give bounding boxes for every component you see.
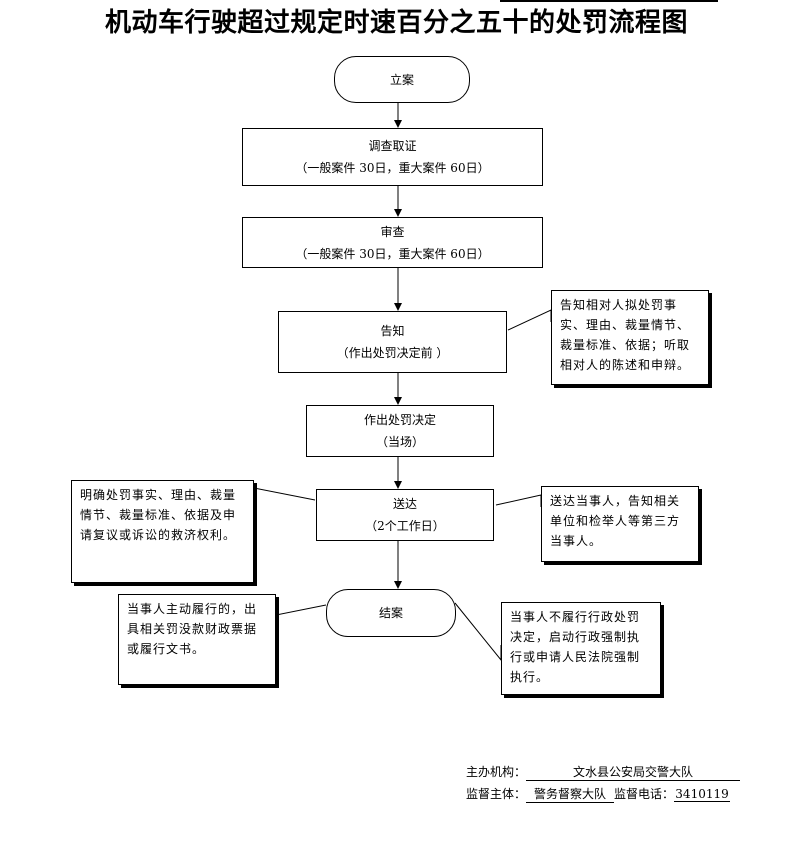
- callout-enforce: [454, 602, 502, 662]
- callout-voluntary: [275, 604, 327, 628]
- step-register: 立案: [334, 56, 470, 103]
- step-review-label: 审查: [380, 224, 405, 239]
- callout-deliver: [495, 494, 542, 507]
- note-clarify: 明确处罚事实、理由、裁量情节、裁量标准、依据及申请复议或诉讼的救济权利。: [71, 480, 254, 583]
- note-enforce: 当事人不履行行政处罚决定，启动行政强制执行或申请人民法院强制执行。: [501, 602, 661, 695]
- footer-organizer-value: 文水县公安局交警大队: [526, 763, 741, 781]
- step-close-label: 结案: [378, 606, 403, 620]
- step-decide: 作出处罚决定 （当场）: [306, 405, 494, 457]
- step-investigate-label: 调查取证: [368, 139, 417, 153]
- step-decide-note: （当场）: [375, 435, 424, 449]
- step-deliver-label: 送达: [392, 497, 417, 511]
- callout-clarify: [253, 487, 316, 501]
- title-top-rule: [500, 0, 718, 2]
- step-notify-note: （作出处罚决定前 ）: [336, 346, 449, 360]
- footer-organizer-label: 主办机构：: [466, 765, 527, 779]
- footer-phone-label: 监督电话：: [614, 787, 675, 801]
- step-investigate: 调查取证 （一般案件 30日，重大案件 60日）: [242, 128, 543, 186]
- step-review: 审查 （一般案件 30日，重大案件 60日）: [242, 217, 543, 268]
- step-decide-label: 作出处罚决定: [363, 413, 436, 427]
- step-review-duration: （一般案件 30日，重大案件 60日）: [295, 246, 490, 261]
- note-inform: 告知相对人拟处罚事实、理由、裁量情节、裁量标准、依据；听取相对人的陈述和申辩。: [551, 290, 709, 385]
- step-notify-label: 告知: [380, 324, 405, 338]
- step-deliver: 送达 （2个工作日）: [316, 489, 494, 541]
- step-notify: 告知 （作出处罚决定前 ）: [278, 311, 507, 373]
- note-voluntary: 当事人主动履行的，出具相关罚没款财政票据或履行文书。: [118, 594, 276, 685]
- step-close: 结案: [326, 589, 456, 637]
- step-register-label: 立案: [389, 72, 414, 87]
- step-deliver-duration: （2个工作日）: [365, 519, 445, 533]
- footer-supervisor-label: 监督主体：: [466, 787, 527, 801]
- footer-organizer: 主办机构：文水县公安局交警大队: [466, 763, 741, 781]
- note-deliver: 送达当事人，告知相关单位和检举人等第三方当事人。: [541, 486, 699, 562]
- step-investigate-duration: （一般案件 30日，重大案件 60日）: [295, 161, 490, 175]
- footer-supervisor: 监督主体：警务督察大队监督电话：3410119: [466, 785, 731, 803]
- footer-supervisor-value: 警务督察大队: [526, 785, 615, 803]
- callout-inform: [507, 309, 552, 331]
- page-title: 机动车行驶超过规定时速百分之五十的处罚流程图: [104, 8, 688, 38]
- footer-phone-value: 3410119: [674, 787, 731, 802]
